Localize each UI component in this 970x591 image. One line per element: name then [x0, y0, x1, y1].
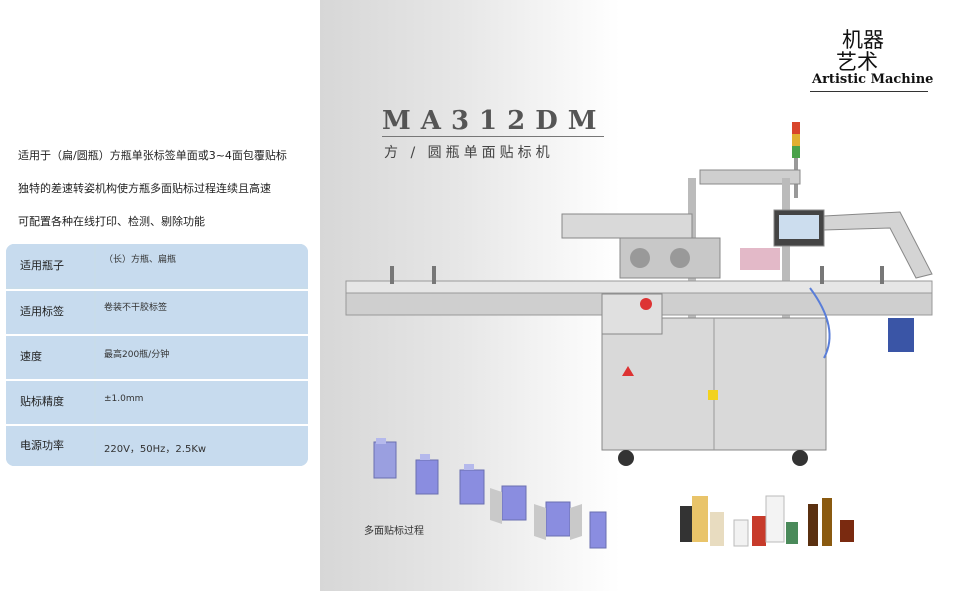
spec-value: 220V，50Hz，2.5Kw [96, 426, 308, 466]
process-caption: 多面贴标过程 [364, 526, 424, 537]
feature-2: 独特的差速转姿机构使方瓶多面贴标过程连续且高速 [18, 182, 271, 195]
multi-side-labeling-process-image [373, 438, 607, 549]
spec-key: 电源功率 [6, 426, 94, 466]
spec-row: 速度 最高200瓶/分钟 [6, 334, 308, 379]
spec-row: 电源功率 220V，50Hz，2.5Kw [6, 424, 308, 466]
model-number: MA312DM [382, 106, 607, 136]
logo-cn-line2: 艺术 [836, 50, 878, 74]
spec-value: ±1.0mm [96, 381, 308, 424]
logo-underline [810, 91, 928, 92]
logo-cn-line1: 机器 [842, 28, 884, 52]
spec-value: 最高200瓶/分钟 [96, 336, 308, 379]
spec-key: 适用标签 [6, 291, 94, 334]
product-subtitle: 方 / 圆瓶单面贴标机 [384, 145, 554, 161]
sample-products-image [680, 495, 854, 547]
labeling-machine-image [345, 122, 933, 466]
spec-key: 适用瓶子 [6, 244, 94, 287]
spec-row: 适用瓶子 （长）方瓶、扁瓶 [6, 244, 308, 287]
divider [382, 136, 604, 137]
spec-table: 适用瓶子 （长）方瓶、扁瓶 适用标签 卷装不干胶标签 速度 最高200瓶/分钟 … [6, 244, 308, 466]
spec-value: 卷装不干胶标签 [96, 291, 308, 334]
logo-en: Artistic Machine [812, 72, 934, 87]
spec-key: 贴标精度 [6, 381, 94, 424]
feature-3: 可配置各种在线打印、检测、剔除功能 [18, 215, 205, 228]
spec-key: 速度 [6, 336, 94, 379]
spec-row: 适用标签 卷装不干胶标签 [6, 289, 308, 334]
spec-row: 贴标精度 ±1.0mm [6, 379, 308, 424]
feature-1: 适用于（扁/圆瓶）方瓶单张标签单面或3~4面包覆贴标 [18, 149, 287, 162]
spec-value: （长）方瓶、扁瓶 [96, 244, 308, 287]
